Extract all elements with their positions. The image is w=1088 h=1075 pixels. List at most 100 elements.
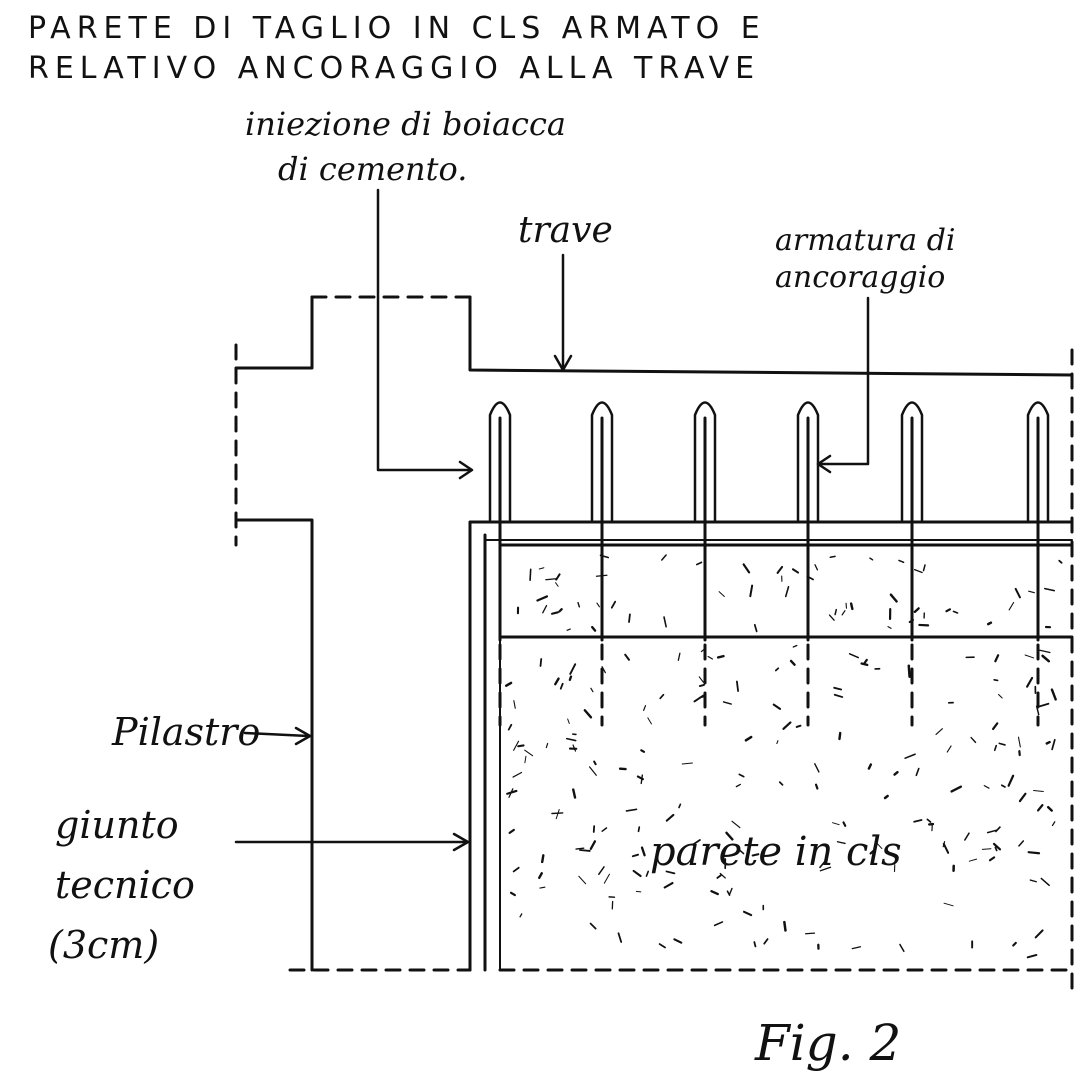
aggregate-speck [512,866,520,873]
aggregate-speck [899,943,905,953]
aggregate-speck [545,578,557,581]
aggregate-speck [508,828,515,834]
aggregate-speck [596,602,600,608]
aggregate-speck [507,723,513,731]
aggregate-speck [1035,705,1040,716]
aggregate-speck [804,932,816,935]
aggregate-speck [869,557,874,561]
figure-label: Fig. 2 [754,1014,901,1072]
aggregate-speck [716,654,725,659]
aggregate-speck [806,575,814,581]
aggregate-speck [658,943,666,949]
joint-label-line2: tecnico [55,863,195,907]
aggregate-speck [698,676,704,683]
aggregate-speck [950,785,963,793]
aggregate-speck [970,736,977,744]
aggregate-speck [836,841,846,845]
aggregate-speck [926,818,932,823]
aggregate-speck [860,662,869,667]
aggregate-speck [1000,784,1006,788]
aggregate-speck [1012,941,1017,947]
aggregate-speck [617,932,623,943]
aggregate-speck [663,616,667,628]
aggregate-speck [505,681,513,687]
pillar-label: Pilastro [111,710,260,754]
anchor-label-line2: ancoraggio [775,260,945,295]
aggregate-speck [542,604,548,614]
aggregate-speck [565,737,577,742]
aggregate-speck [749,584,754,598]
aggregate-speck [1051,821,1056,827]
aggregate-speck [776,565,784,574]
beam-outline [234,295,1074,992]
aggregate-speck [783,920,787,932]
aggregate-speck [1041,654,1051,663]
aggregate-speck [1039,702,1050,708]
aggregate-speck [833,693,844,698]
aggregate-speck [695,561,703,566]
aggregate-speck [538,872,543,880]
aggregate-speck [624,653,630,661]
aggregate-speck [601,827,608,832]
aggregate-speck [647,717,652,725]
aggregate-speck [707,655,714,660]
aggregate-speck [598,866,605,876]
aggregate-speck [943,902,954,907]
aggregate-speck [555,573,561,581]
concrete-aggregate-texture [505,554,1063,959]
aggregate-speck [842,821,847,827]
aggregate-speck [841,610,846,616]
anchor-bar [796,401,820,727]
aggregate-speck [735,783,741,788]
drawing-title-line1: PARETE DI TAGLIO IN CLS ARMATO E [28,11,766,46]
aggregate-speck [631,853,640,858]
aggregate-speck [1045,740,1051,745]
aggregate-speck [558,608,563,613]
aggregate-speck [719,872,726,879]
aggregate-speck [945,608,952,613]
aggregate-speck [588,766,597,776]
aggregate-speck [867,763,873,770]
aggregate-speck [692,839,701,846]
aggregate-speck [814,763,820,773]
aggregate-speck [572,744,577,752]
aggregate-speck [913,568,923,574]
aggregate-speck [848,653,859,659]
anchor-bar [590,401,614,727]
aggregate-speck [643,705,647,711]
aggregate-speck [922,564,926,572]
aggregate-speck [968,858,978,862]
aggregate-speck [1050,688,1057,701]
aggregate-speck [731,820,741,829]
aggregate-speck [541,854,545,864]
aggregate-speck [994,846,998,852]
aggregate-speck [819,858,828,869]
aggregate-speck [551,611,559,615]
aggregate-speck [1033,790,1044,792]
aggregate-speck [832,822,840,826]
aggregate-speck [772,703,782,710]
aggregate-speck [1008,601,1015,611]
aggregate-speck [1044,587,1056,592]
aggregate-speck [538,567,545,570]
aggregate-speck [952,610,959,614]
aggregate-speck [784,586,790,598]
aggregate-speck [595,574,608,577]
aggregate-speck [876,843,883,850]
aggregate-speck [567,718,570,724]
aggregate-speck [545,742,549,749]
aggregate-speck [753,941,757,948]
aggregate-speck [640,846,646,857]
aggregate-speck [725,831,734,841]
aggregate-speck [1040,877,1050,887]
aggregate-speck [681,762,693,765]
aggregate-speck [599,554,610,559]
aggregate-speck [983,785,990,789]
anchor-bar [1026,401,1050,727]
aggregate-speck [742,563,751,574]
aggregate-speck [992,842,1002,851]
wall-outline [468,520,1074,972]
aggregate-speck [524,755,527,764]
aggregate-speck [718,591,725,598]
aggregate-speck [536,595,549,602]
